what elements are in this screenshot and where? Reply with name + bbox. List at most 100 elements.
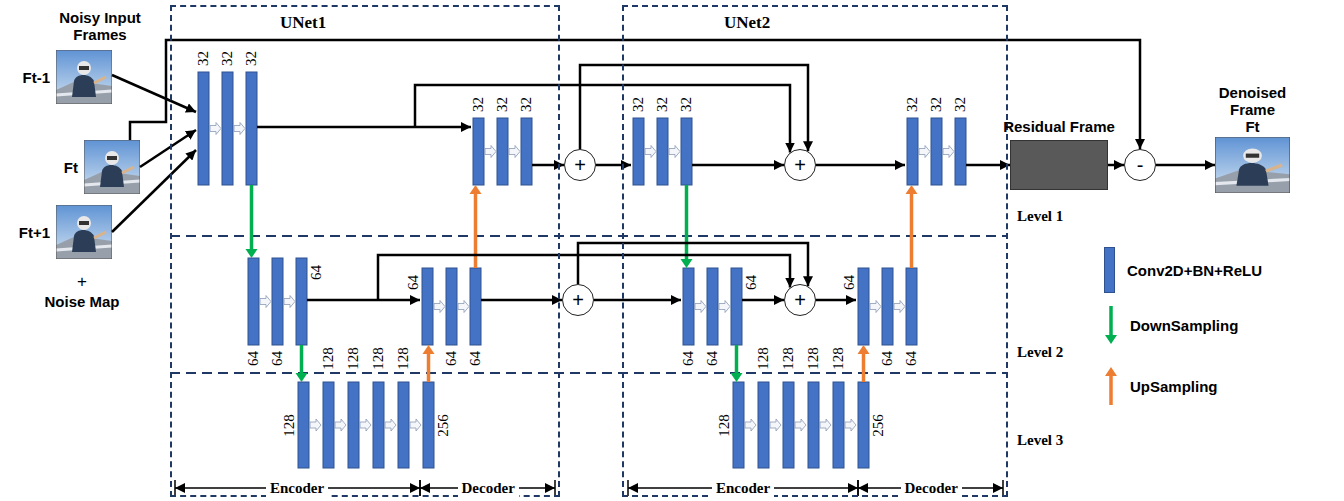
flow-connector bbox=[140, 130, 196, 167]
channel-count: 32 bbox=[470, 97, 487, 112]
flow-arrow bbox=[434, 301, 445, 313]
channel-count: 32 bbox=[952, 97, 969, 112]
channel-count: 32 bbox=[654, 97, 671, 112]
conv-block bbox=[681, 118, 692, 185]
upsampling-arrow bbox=[858, 345, 870, 382]
legend-text: UpSampling bbox=[1130, 378, 1218, 395]
flow-connector bbox=[816, 299, 856, 302]
frame-caption: Denoised FrameFt bbox=[1203, 84, 1303, 135]
subtract-node: - bbox=[1124, 149, 1156, 181]
unet-group: UNet2 + + bbox=[622, 5, 1008, 497]
flow-arrow bbox=[845, 419, 856, 431]
channel-count: 64 bbox=[269, 351, 286, 366]
conv-block bbox=[731, 268, 742, 345]
channel-count: 128 bbox=[805, 347, 822, 370]
sum-node: + bbox=[564, 149, 596, 181]
downsampling-arrow bbox=[246, 185, 258, 258]
channel-count: 128 bbox=[780, 347, 797, 370]
conv-block bbox=[473, 118, 484, 185]
skip-line bbox=[307, 299, 420, 302]
conv-block bbox=[246, 72, 257, 185]
flow-connector bbox=[692, 164, 784, 167]
channel-count: 64 bbox=[405, 275, 422, 290]
span-bracket bbox=[175, 480, 420, 496]
input-frame-picture bbox=[56, 205, 112, 259]
group-title: UNet2 bbox=[724, 13, 770, 33]
node-label: Ft-1 bbox=[23, 69, 51, 86]
conv-block bbox=[707, 268, 718, 345]
conv-block bbox=[470, 268, 481, 345]
channel-count: 32 bbox=[195, 51, 212, 66]
legend-arrow bbox=[1104, 304, 1118, 346]
channel-count: 64 bbox=[245, 351, 262, 366]
upsampling-arrow bbox=[423, 345, 435, 382]
span-label: Encoder bbox=[266, 480, 328, 497]
flow-arrow bbox=[645, 146, 656, 158]
flow-arrow bbox=[360, 419, 371, 431]
conv-block bbox=[833, 382, 844, 468]
conv-block bbox=[348, 382, 359, 468]
operator-symbol: - bbox=[1137, 155, 1144, 175]
legend-text: Conv2D+BN+ReLU bbox=[1127, 262, 1262, 279]
conv-block bbox=[248, 258, 259, 345]
input-frame-picture bbox=[84, 140, 140, 194]
downsampling-arrow bbox=[296, 345, 308, 382]
conv-block bbox=[398, 382, 409, 468]
flow-arrow bbox=[719, 301, 730, 313]
node-label: Denoised Frame bbox=[1203, 84, 1303, 118]
channel-count: 128 bbox=[280, 414, 297, 437]
flow-arrow bbox=[795, 419, 806, 431]
skip-line bbox=[257, 126, 471, 129]
flow-connector bbox=[594, 299, 681, 302]
flow-connector bbox=[596, 164, 631, 167]
flow-connector bbox=[415, 85, 790, 153]
input-frame-picture bbox=[56, 50, 112, 104]
group-title: UNet1 bbox=[280, 13, 326, 33]
level-divider bbox=[170, 235, 1008, 237]
conv-block bbox=[422, 268, 433, 345]
flow-arrow bbox=[745, 419, 756, 431]
upsampling-arrow bbox=[906, 185, 918, 268]
conv-block bbox=[758, 382, 769, 468]
legend-entry: DownSampling bbox=[1104, 302, 1238, 348]
conv-block bbox=[521, 118, 532, 185]
conv-block bbox=[783, 382, 794, 468]
channel-count: 64 bbox=[443, 351, 460, 366]
conv-block bbox=[198, 72, 209, 185]
input-frame: Ft bbox=[84, 140, 140, 194]
flow-connector bbox=[112, 75, 196, 112]
channel-count: 32 bbox=[518, 97, 535, 112]
level-label: Level 1 bbox=[1017, 208, 1063, 225]
flow-connector bbox=[580, 65, 808, 151]
channel-count: 128 bbox=[345, 347, 362, 370]
conv-block bbox=[657, 118, 668, 185]
conv-block bbox=[683, 268, 694, 345]
channel-count: 64 bbox=[743, 275, 760, 290]
span-label: Decoder bbox=[458, 480, 519, 497]
flow-arrow bbox=[234, 123, 245, 135]
level-label: Level 3 bbox=[1017, 432, 1063, 449]
conv-block bbox=[423, 382, 434, 468]
flow-arrow bbox=[894, 301, 905, 313]
conv-block bbox=[296, 258, 307, 345]
flow-arrow bbox=[260, 296, 271, 308]
flow-arrow bbox=[335, 419, 346, 431]
flow-arrow bbox=[458, 301, 469, 313]
flow-connector bbox=[1156, 164, 1215, 167]
flow-connector bbox=[112, 150, 196, 232]
channel-count: 64 bbox=[903, 351, 920, 366]
node-label: Residual Frame bbox=[1003, 118, 1115, 135]
operator-symbol: + bbox=[794, 290, 806, 310]
flow-arrow bbox=[669, 146, 680, 158]
channel-count: 32 bbox=[928, 97, 945, 112]
node-label: Ft bbox=[64, 159, 78, 176]
operator-symbol: + bbox=[794, 155, 806, 175]
node-label: Ft bbox=[1203, 118, 1303, 135]
operator-symbol: + bbox=[572, 290, 584, 310]
conv-block bbox=[858, 382, 869, 468]
channel-count: 128 bbox=[715, 414, 732, 437]
channel-count: 32 bbox=[243, 51, 260, 66]
conv-block bbox=[931, 118, 942, 185]
